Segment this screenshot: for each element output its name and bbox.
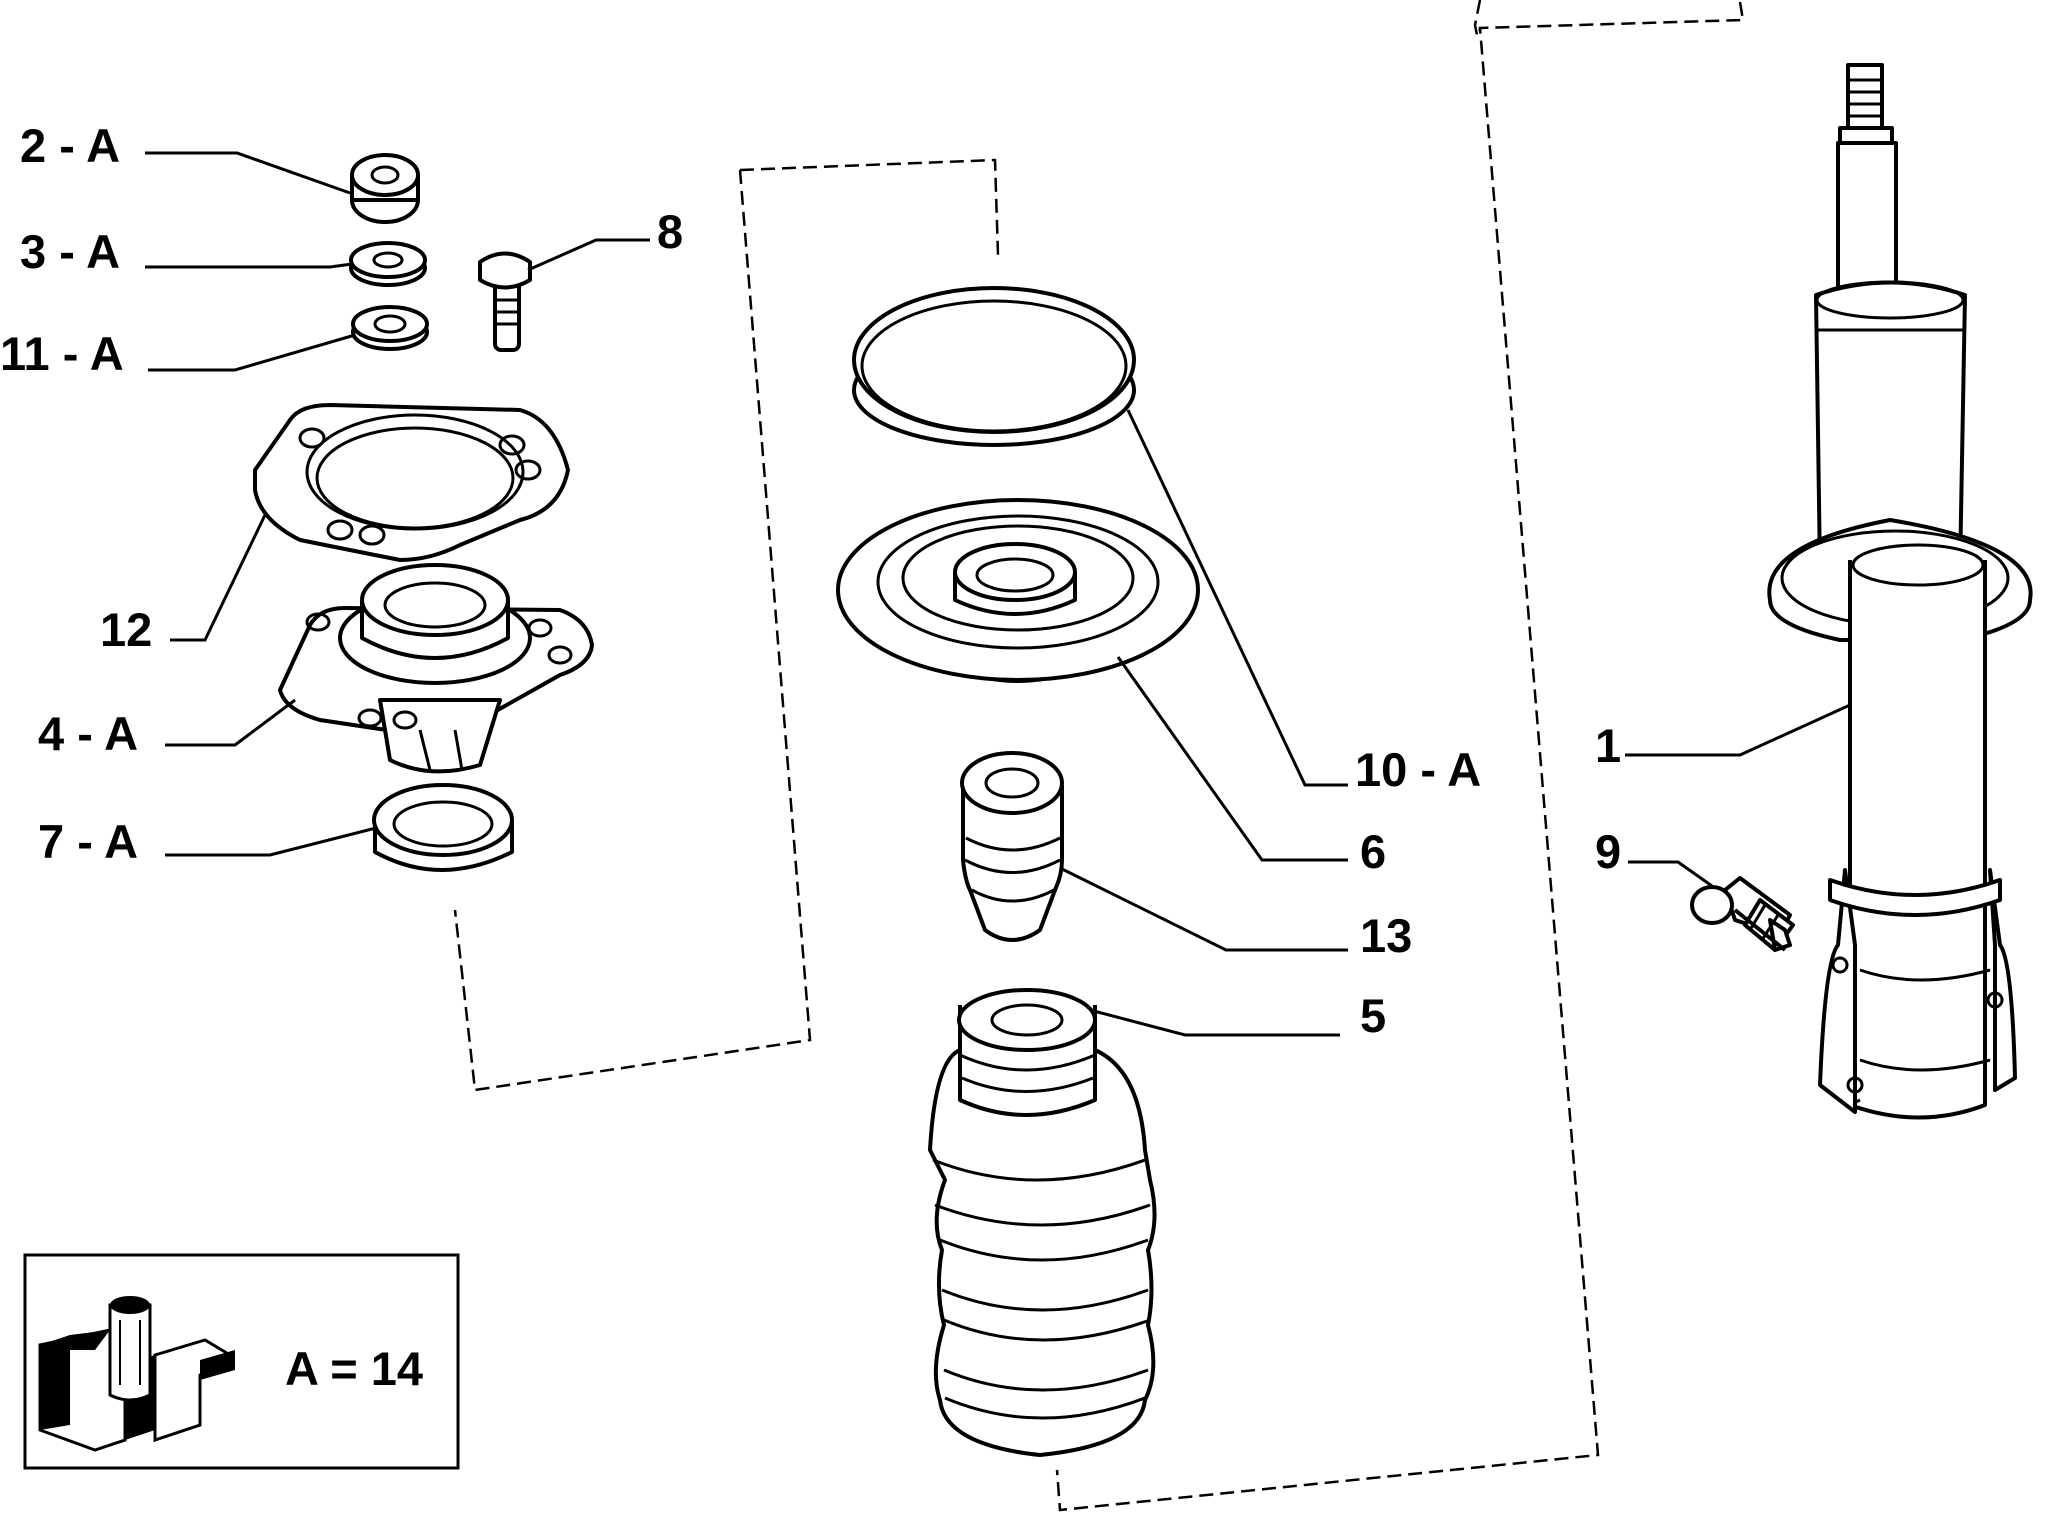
leader-lines [145, 151, 1851, 1037]
part-7-bearing [372, 783, 514, 872]
leader-8 [527, 238, 650, 272]
callout-12: 12 [100, 603, 152, 656]
assembly-group-center [1055, 0, 1745, 1512]
callout-10: 10 - A [1355, 743, 1481, 796]
leader-2 [145, 151, 351, 195]
leader-13 [1059, 866, 1348, 952]
part-8-bolt [478, 251, 532, 352]
callout-labels: 2 - A 3 - A 11 - A 8 12 4 - A 7 - A 10 -… [0, 119, 1621, 1042]
callout-11: 11 - A [0, 327, 124, 380]
part-5-bellows [928, 988, 1157, 1457]
assembly-group-left [453, 158, 1000, 1092]
fiat-grease-logo [38, 1296, 235, 1452]
callout-2: 2 - A [20, 119, 120, 172]
leader-10 [1126, 409, 1348, 787]
callout-1: 1 [1595, 719, 1621, 772]
callout-7: 7 - A [38, 815, 138, 868]
leader-7 [165, 826, 377, 857]
leader-3 [145, 262, 353, 269]
leader-12 [170, 514, 267, 642]
leader-9 [1628, 860, 1713, 888]
part-9-bolt [1690, 876, 1795, 952]
part-6-spring-seat [836, 498, 1200, 683]
callout-5: 5 [1360, 989, 1386, 1042]
part-12-plate [253, 403, 570, 562]
callout-6: 6 [1360, 825, 1386, 878]
part-1-strut [1767, 63, 2033, 1120]
part-2-nut [350, 153, 420, 224]
part-4-upper-mount [278, 563, 594, 774]
leader-1 [1625, 703, 1851, 757]
part-10-ring [852, 286, 1136, 447]
part-13-bump-stop [960, 751, 1064, 942]
part-11-washer [351, 305, 429, 351]
callout-3: 3 - A [20, 225, 120, 278]
callout-13: 13 [1360, 909, 1412, 962]
part-3-washer [349, 241, 427, 287]
leader-5 [1089, 1008, 1340, 1037]
legend-text: A = 14 [285, 1342, 423, 1395]
leader-11 [148, 333, 356, 372]
callout-4: 4 - A [38, 707, 138, 760]
leader-6 [1116, 656, 1348, 862]
legend-box: A = 14 [23, 1253, 460, 1470]
callout-9: 9 [1595, 825, 1621, 878]
callout-8: 8 [657, 205, 683, 258]
leader-4 [165, 698, 296, 747]
